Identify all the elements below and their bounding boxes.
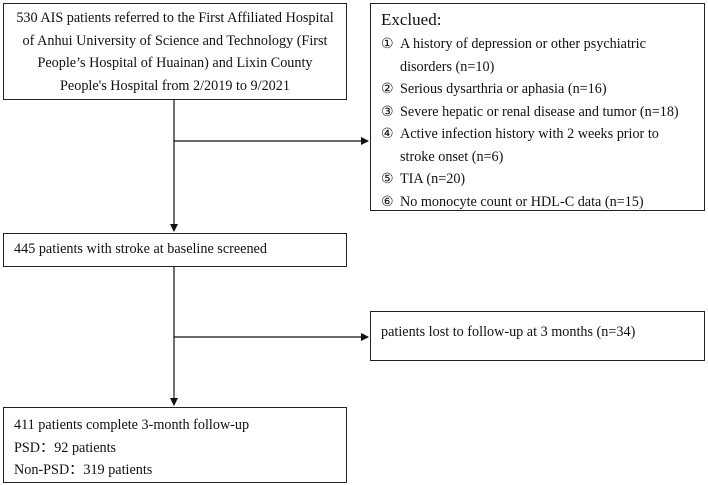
exclusion-number: ④ — [381, 126, 394, 142]
exclusion-item: ① A history of depression or other psych… — [381, 33, 704, 78]
source-line-3: People’s Hospital of Huainan) and Lixin … — [37, 55, 313, 71]
source-line-1: 530 AIS patients referred to the First A… — [16, 10, 334, 26]
exclusion-item: ⑥ No monocyte count or HDL-C data (n=15) — [381, 191, 704, 214]
exclusion-item: ④ Active infection history with 2 weeks … — [381, 123, 704, 168]
final-line-non-psd: Non-PSD：319 patients — [14, 462, 153, 478]
final-line-1: 411 patients complete 3-month follow-up — [14, 417, 250, 433]
exclusion-text: No monocyte count or HDL-C data (n=15) — [400, 193, 644, 210]
exclusion-number: ② — [381, 81, 394, 97]
screened-box: 445 patients with stroke at baseline scr… — [3, 233, 347, 267]
source-population-box: 530 AIS patients referred to the First A… — [3, 3, 347, 100]
exclusion-title: Exclued: — [381, 10, 442, 29]
screened-text: 445 patients with stroke at baseline scr… — [14, 241, 267, 257]
exclusion-text: Severe hepatic or renal disease and tumo… — [400, 103, 679, 120]
lost-to-follow-up-box: patients lost to follow-up at 3 months (… — [370, 311, 705, 361]
exclusion-item: ② Serious dysarthria or aphasia (n=16) — [381, 78, 704, 101]
exclusion-text: Active infection history with 2 weeks pr… — [400, 126, 659, 165]
lost-text: patients lost to follow-up at 3 months (… — [381, 324, 636, 340]
exclusion-number: ③ — [381, 103, 394, 120]
source-line-4: People's Hospital from 2/2019 to 9/2021 — [60, 77, 290, 94]
exclusion-text: TIA (n=20) — [400, 171, 466, 187]
exclusion-number: ① — [381, 36, 394, 52]
final-cohort-box: 411 patients complete 3-month follow-up … — [3, 407, 347, 483]
exclusion-number: ⑥ — [381, 193, 394, 210]
exclusion-item: ⑤ TIA (n=20) — [381, 168, 704, 191]
final-line-psd: PSD：92 patients — [14, 439, 117, 456]
source-line-2: of Anhui University of Science and Techn… — [22, 32, 328, 49]
exclusion-item: ③ Severe hepatic or renal disease and tu… — [381, 101, 704, 124]
exclusion-box: Exclued: ① A history of depression or ot… — [370, 3, 705, 211]
exclusion-text: Serious dysarthria or aphasia (n=16) — [400, 81, 607, 97]
exclusion-number: ⑤ — [381, 171, 394, 187]
exclusion-text: A history of depression or other psychia… — [400, 36, 646, 75]
